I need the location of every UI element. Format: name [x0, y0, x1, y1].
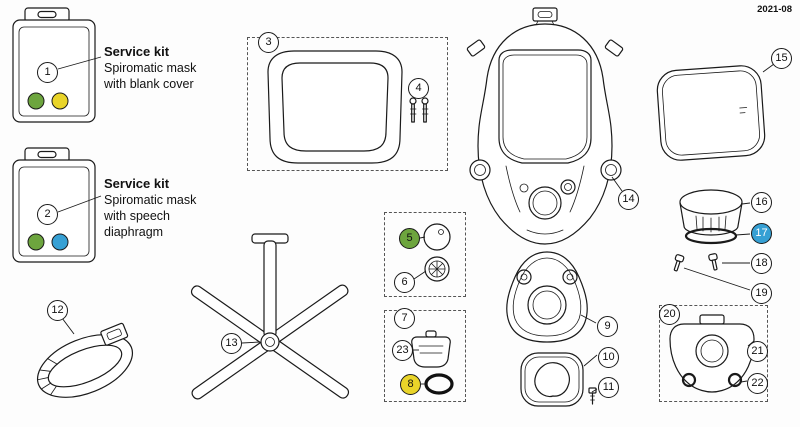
callout-2[interactable]: 2: [37, 204, 58, 225]
kit2-description: Service kit Spiromatic mask with speech …: [104, 176, 274, 240]
callout-11[interactable]: 11: [598, 377, 619, 398]
spare-visor-drawing: [656, 65, 766, 161]
kit1-description: Service kit Spiromatic mask with blank c…: [104, 44, 274, 92]
callout-8[interactable]: 8: [400, 374, 421, 395]
face-seal-drawing: [520, 352, 584, 407]
valve-cover-drawing: [411, 330, 451, 368]
kit2-line1: Spiromatic mask: [104, 193, 197, 207]
callout-4[interactable]: 4: [408, 78, 429, 99]
callout-10[interactable]: 10: [598, 347, 619, 368]
o-ring-drawing: [424, 373, 454, 395]
callout-21[interactable]: 21: [747, 341, 768, 362]
diaphragm-cover-drawing: [679, 189, 743, 245]
kit1-dot-yellow: [51, 92, 69, 110]
callout-17[interactable]: 17: [751, 223, 772, 244]
callout-15[interactable]: 15: [771, 48, 792, 69]
full-mask-drawing: [466, 7, 624, 245]
kit1-title: Service kit: [104, 44, 170, 59]
visor-frame-screws-drawing: [409, 97, 429, 123]
callout-14[interactable]: 14: [618, 189, 639, 210]
callout-16[interactable]: 16: [751, 192, 772, 213]
callout-7[interactable]: 7: [394, 308, 415, 329]
callout-20[interactable]: 20: [659, 304, 680, 325]
seal-screw-drawing: [588, 387, 597, 405]
clip-pin-right-drawing: [708, 253, 718, 271]
kit2-dot-blue: [51, 233, 69, 251]
group-box-diaphragm-kit: [384, 212, 466, 297]
visor-frame-drawing: [267, 50, 403, 164]
callout-12[interactable]: 12: [47, 300, 68, 321]
callout-5[interactable]: 5: [399, 228, 420, 249]
group-box-valve-kit: [384, 310, 466, 402]
kit1-dot-green: [27, 92, 45, 110]
callout-9[interactable]: 9: [597, 316, 618, 337]
kit2-title: Service kit: [104, 176, 170, 191]
callout-22[interactable]: 22: [747, 373, 768, 394]
callout-13[interactable]: 13: [221, 333, 242, 354]
gasket-ring-drawing: [684, 227, 738, 245]
inner-mask-drawing: [506, 251, 588, 343]
callout-6[interactable]: 6: [394, 272, 415, 293]
kit2-line2: with speech: [104, 209, 171, 223]
neck-strap-drawing: [36, 322, 134, 398]
callout-3[interactable]: 3: [258, 32, 279, 53]
group-box-visor-frame: [247, 37, 448, 171]
clip-pin-left-drawing: [673, 254, 685, 272]
service-kit-2-bag-drawing: [12, 147, 96, 263]
callout-1[interactable]: 1: [37, 62, 58, 83]
kit1-line2: with blank cover: [104, 77, 194, 91]
head-harness-drawing: [190, 233, 350, 400]
membrane-drawing: [424, 256, 450, 282]
kit2-line3: diaphragm: [104, 225, 164, 239]
callout-19[interactable]: 19: [751, 283, 772, 304]
kit2-dot-green: [27, 233, 45, 251]
mask-mount-drawing: [669, 314, 755, 393]
callout-23[interactable]: 23: [392, 340, 413, 361]
diaphragm-disc-drawing: [423, 223, 451, 251]
revision-code: 2021-08: [757, 4, 792, 15]
callout-18[interactable]: 18: [751, 253, 772, 274]
kit1-line1: Spiromatic mask: [104, 61, 197, 75]
